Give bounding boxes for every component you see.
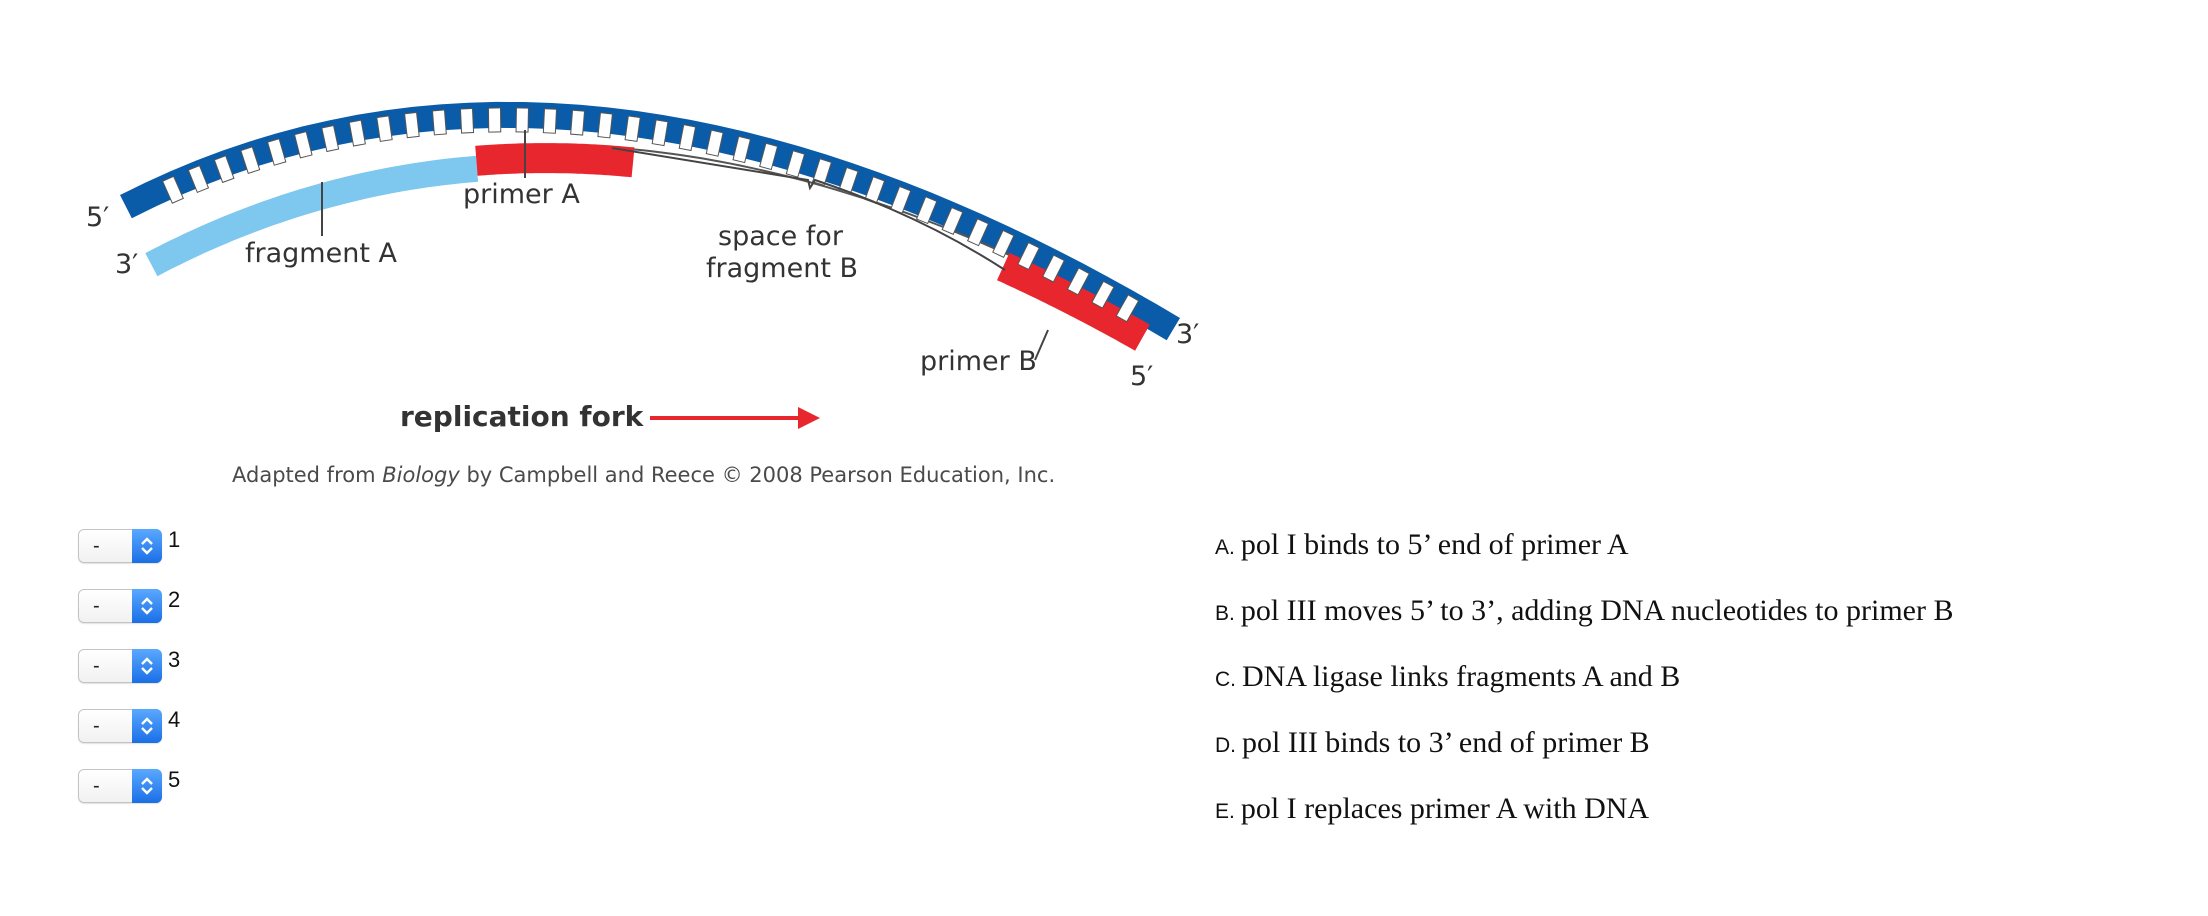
select-stepper-icon: [132, 709, 162, 743]
base-pair: [1066, 267, 1090, 296]
base-pair: [759, 142, 779, 171]
primer-b-label: primer B: [920, 346, 1037, 377]
primer-a: [475, 143, 635, 178]
step-number: 2: [168, 587, 181, 612]
base-pair: [431, 109, 447, 136]
base-pair: [348, 119, 366, 147]
base-pair: [1042, 254, 1065, 283]
step-select-2[interactable]: -: [78, 589, 162, 623]
base-pair: [570, 109, 586, 136]
template-strand: [120, 101, 1180, 341]
option-letter: E.: [1215, 800, 1235, 823]
fragment-a-strand: [145, 155, 479, 277]
option-text: pol III binds to 3’ end of primer B: [1242, 726, 1650, 759]
option-b: B. pol III moves 5’ to 3’, adding DNA nu…: [1215, 594, 1954, 634]
base-pair: [651, 119, 669, 147]
base-pair: [678, 124, 697, 152]
option-c: C. DNA ligase links fragments A and B: [1215, 660, 1680, 700]
label-leader-lines: [321, 130, 1049, 361]
option-d: D. pol III binds to 3’ end of primer B: [1215, 726, 1650, 766]
step-select-3[interactable]: -: [78, 649, 162, 683]
step-number: 1: [168, 527, 181, 552]
base-pair: [624, 115, 641, 142]
base-pair: [966, 218, 990, 247]
three-prime-label-left: 3′: [115, 249, 138, 280]
step-row-2: - 2: [78, 587, 181, 624]
step-row-5: - 5: [78, 767, 181, 804]
five-prime-label-left: 5′: [86, 202, 109, 233]
base-pair: [915, 196, 938, 225]
option-e: E. pol I replaces primer A with DNA: [1215, 792, 1649, 832]
select-stepper-icon: [132, 589, 162, 623]
base-pair: [487, 107, 502, 133]
primer-a-label: primer A: [463, 179, 580, 210]
space-for-label: space for: [718, 221, 844, 252]
option-a: A. pol I binds to 5’ end of primer A: [1215, 528, 1629, 568]
base-pair: [404, 111, 420, 139]
step-select-1[interactable]: -: [78, 529, 162, 563]
replication-fork-arrow: [650, 407, 820, 429]
select-stepper-icon: [132, 529, 162, 563]
select-stepper-icon: [132, 769, 162, 803]
base-pair: [187, 164, 210, 194]
step-row-3: - 3: [78, 647, 181, 684]
base-pair: [459, 107, 475, 134]
step-row-1: - 1: [78, 527, 181, 564]
base-pair: [542, 108, 558, 134]
step-select-5[interactable]: -: [78, 769, 162, 803]
step-number: 3: [168, 647, 181, 672]
base-pair: [240, 146, 261, 175]
option-letter: A.: [1215, 536, 1235, 559]
option-letter: C.: [1215, 668, 1236, 691]
base-pair: [213, 155, 235, 184]
base-pair: [161, 175, 184, 204]
fragment-a-label: fragment A: [245, 238, 397, 269]
step-select-value: -: [93, 775, 100, 797]
base-pair: [266, 138, 287, 166]
base-pair: [838, 166, 859, 195]
step-select-value: -: [93, 595, 100, 617]
base-pair: [785, 150, 806, 178]
dna-strands: [120, 101, 1180, 351]
replication-fork-label: replication fork: [400, 400, 645, 433]
primer-b: [997, 252, 1150, 351]
base-pair: [597, 112, 613, 139]
base-pair: [1091, 280, 1115, 309]
base-pair: [321, 124, 340, 153]
base-pair: [705, 129, 724, 157]
three-prime-label-right: 3′: [1176, 319, 1199, 350]
base-pair: [293, 131, 313, 159]
step-number: 5: [168, 767, 181, 792]
option-text: pol I replaces primer A with DNA: [1240, 792, 1650, 825]
step-select-4[interactable]: -: [78, 709, 162, 743]
base-pair: [732, 135, 752, 164]
step-row-4: - 4: [78, 707, 181, 744]
base-pair: [515, 107, 529, 133]
select-stepper-icon: [132, 649, 162, 683]
base-pair: [992, 229, 1015, 258]
fragment-b-label: fragment B: [706, 253, 858, 284]
step-select-value: -: [93, 715, 100, 737]
option-text: pol I binds to 5’ end of primer A: [1240, 528, 1629, 561]
dna-replication-diagram: 5′ 3′ fragment A primer A space for frag…: [86, 101, 1199, 487]
five-prime-label-right: 5′: [1130, 361, 1153, 392]
step-number: 4: [168, 707, 181, 732]
step-select-value: -: [93, 655, 100, 677]
base-pair: [376, 115, 393, 142]
base-pair: [1115, 294, 1140, 323]
base-pair: [1017, 241, 1040, 271]
base-pair: [812, 158, 833, 186]
image-caption: Adapted from Biology by Campbell and Ree…: [232, 463, 1055, 487]
base-pair: [941, 206, 964, 235]
option-letter: B.: [1215, 602, 1235, 625]
step-select-value: -: [93, 535, 100, 557]
option-text: pol III moves 5’ to 3’, adding DNA nucle…: [1240, 594, 1954, 627]
option-letter: D.: [1215, 734, 1236, 757]
option-text: DNA ligase links fragments A and B: [1242, 660, 1681, 693]
base-pairs: [161, 107, 1140, 323]
